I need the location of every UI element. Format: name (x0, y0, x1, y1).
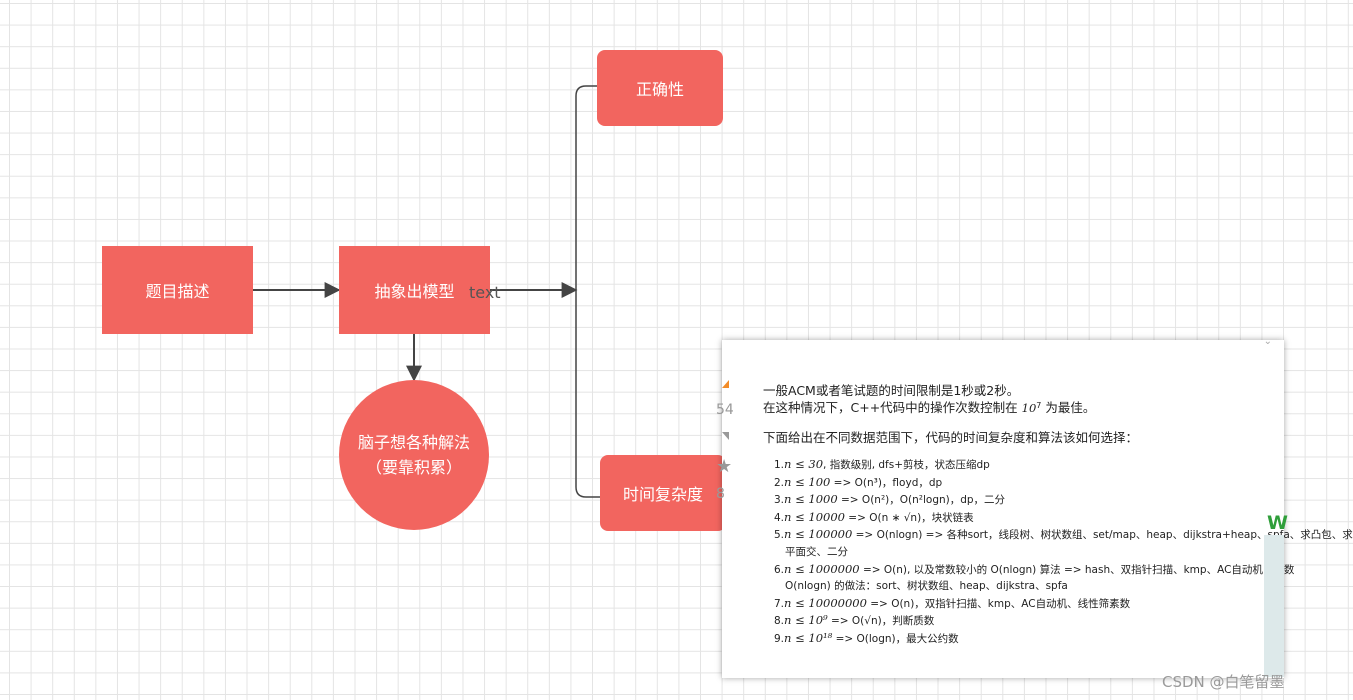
list-item-text: => O(n³)，floyd，dp (830, 476, 943, 489)
edge-branch-to-complexity[interactable] (575, 290, 600, 498)
list-item-text: , 指数级别, dfs+剪枝，状态压缩dp (823, 459, 990, 471)
edge-branch-to-correctness[interactable] (575, 85, 597, 290)
complexity-list-item: 5.n ≤ 100000 => O(nlogn) => 各种sort，线段树、树… (774, 526, 1353, 544)
node-model-label: 抽象出模型 (374, 282, 455, 301)
upvote-count: 54 (716, 402, 734, 418)
list-item-text: => O(n), 以及常数较小的 O(nlogn) 算法 => hash、双指针… (859, 563, 1295, 576)
popup-top-bar (722, 340, 1284, 350)
list-item-range: n ≤ 30 (784, 457, 824, 471)
complexity-list-item: O(nlogn) 的做法：sort、树状数组、heap、dijkstra、spf… (774, 578, 1274, 595)
side-panel-strip (1264, 535, 1284, 677)
list-item-range: n ≤ 10000 (784, 509, 845, 524)
complexity-list-item: 6.n ≤ 1000000 => O(n), 以及常数较小的 O(nlogn) … (774, 561, 1294, 579)
list-item-number: 3. (774, 494, 785, 507)
node-problem-description[interactable]: 题目描述 (102, 246, 253, 334)
line2-suffix: 为最佳。 (1041, 400, 1096, 415)
list-item-range: n ≤ 1000000 (784, 561, 860, 576)
list-item-number: 1. (774, 459, 785, 471)
list-item-range: n ≤ 100000 (784, 527, 853, 542)
list-item-number: 9. (774, 632, 785, 645)
list-item-number: 4. (774, 511, 785, 524)
list-item-number: 7. (774, 597, 785, 610)
complexity-list-item: 8.n ≤ 10⁹ => O(√n)，判断质数 (774, 612, 1274, 630)
node-correctness-label: 正确性 (635, 80, 684, 99)
node-complexity-label: 时间复杂度 (622, 485, 703, 504)
node-brainstorm-solutions[interactable]: 脑子想各种解法 （要靠积累） (339, 380, 489, 530)
node-correctness[interactable]: 正确性 (597, 50, 723, 126)
list-item-text: => O(n ∗ √n)，块状链表 (844, 511, 974, 524)
list-item-range: n ≤ 1000 (784, 492, 838, 507)
complexity-list-item: 4.n ≤ 10000 => O(n ∗ √n)，块状链表 (774, 509, 1274, 527)
complexity-list-item: 1.n ≤ 30, 指数级别, dfs+剪枝，状态压缩dp (774, 456, 1274, 474)
article-line-1: 一般ACM或者笔试题的时间限制是1秒或2秒。 (763, 383, 1020, 398)
list-item-text: => O(nlogn) => 各种sort，线段树、树状数组、set/map、h… (852, 529, 1353, 542)
list-item-range: n ≤ 10⁹ (784, 613, 828, 628)
complexity-list-item: 9.n ≤ 10¹⁸ => O(logn)，最大公约数 (774, 630, 1274, 648)
complexity-list-item: 2.n ≤ 100 => O(n³)，floyd，dp (774, 474, 1274, 492)
thumb-up-icon[interactable] (722, 380, 729, 388)
line2-prefix: 在这种情况下，C++代码中的操作次数控制在 (763, 400, 1022, 415)
complexity-list-item: 平面交、二分 (774, 544, 1274, 561)
list-item-range: n ≤ 10¹⁸ (784, 630, 833, 645)
csdn-watermark: CSDN @白笔留墨 (1162, 673, 1285, 691)
list-item-number: 2. (774, 476, 785, 489)
star-icon[interactable]: ★ (716, 456, 733, 477)
side-logo-letter: W (1267, 512, 1288, 534)
article-line-2: 在这种情况下，C++代码中的操作次数控制在 107 为最佳。 (763, 399, 1283, 417)
list-item-range: n ≤ 10000000 (784, 595, 867, 610)
node-problem-label: 题目描述 (145, 282, 210, 301)
node-time-complexity[interactable]: 时间复杂度 (600, 455, 726, 531)
node-abstract-model[interactable]: 抽象出模型 (339, 246, 490, 334)
node-brainstorm-line1: 脑子想各种解法 (357, 433, 470, 452)
star-count: 8 (716, 486, 725, 502)
list-item-text: O(nlogn) 的做法：sort、树状数组、heap、dijkstra、spf… (785, 580, 1068, 593)
complexity-list-item: 3.n ≤ 1000 => O(n²)，O(n²logn)，dp，二分 (774, 491, 1274, 509)
article-content: 一般ACM或者笔试题的时间限制是1秒或2秒。 在这种情况下，C++代码中的操作次… (763, 382, 1283, 446)
list-item-range: n ≤ 100 (784, 474, 831, 489)
thumb-down-icon[interactable] (722, 432, 729, 440)
node-brainstorm-line2: （要靠积累） (365, 458, 462, 477)
pasted-article-popup[interactable]: ⌄ 54 ★ 8 一般ACM或者笔试题的时间限制是1秒或2秒。 在这种情况下，C… (716, 336, 1353, 678)
line2-power-base: 10 (1021, 401, 1037, 415)
edge-layer (253, 85, 600, 498)
list-item-number: 6. (774, 563, 785, 576)
list-item-text: => O(logn)，最大公约数 (832, 632, 959, 645)
list-item-text: 平面交、二分 (785, 545, 848, 558)
list-item-text: => O(√n)，判断质数 (827, 615, 935, 628)
popup-collapse-icon[interactable]: ⌄ (1263, 336, 1272, 347)
line2-power-exponent: 7 (1036, 401, 1042, 410)
list-item-text: => O(n²)，O(n²logn)，dp，二分 (837, 494, 1006, 507)
list-item-text: => O(n)，双指针扫描、kmp、AC自动机、线性筛素数 (866, 597, 1131, 610)
edge-label[interactable]: text (469, 283, 501, 302)
flowchart-canvas[interactable]: 题目描述 抽象出模型 text 脑子想各种解法 （要靠积累） 正确性 时间复杂度 (0, 0, 1314, 700)
list-item-number: 8. (774, 615, 785, 628)
list-item-number: 5. (774, 529, 785, 542)
complexity-list-item: 7.n ≤ 10000000 => O(n)，双指针扫描、kmp、AC自动机、线… (774, 595, 1274, 613)
article-line-3: 下面给出在不同数据范围下，代码的时间复杂度和算法该如何选择： (763, 430, 1139, 445)
